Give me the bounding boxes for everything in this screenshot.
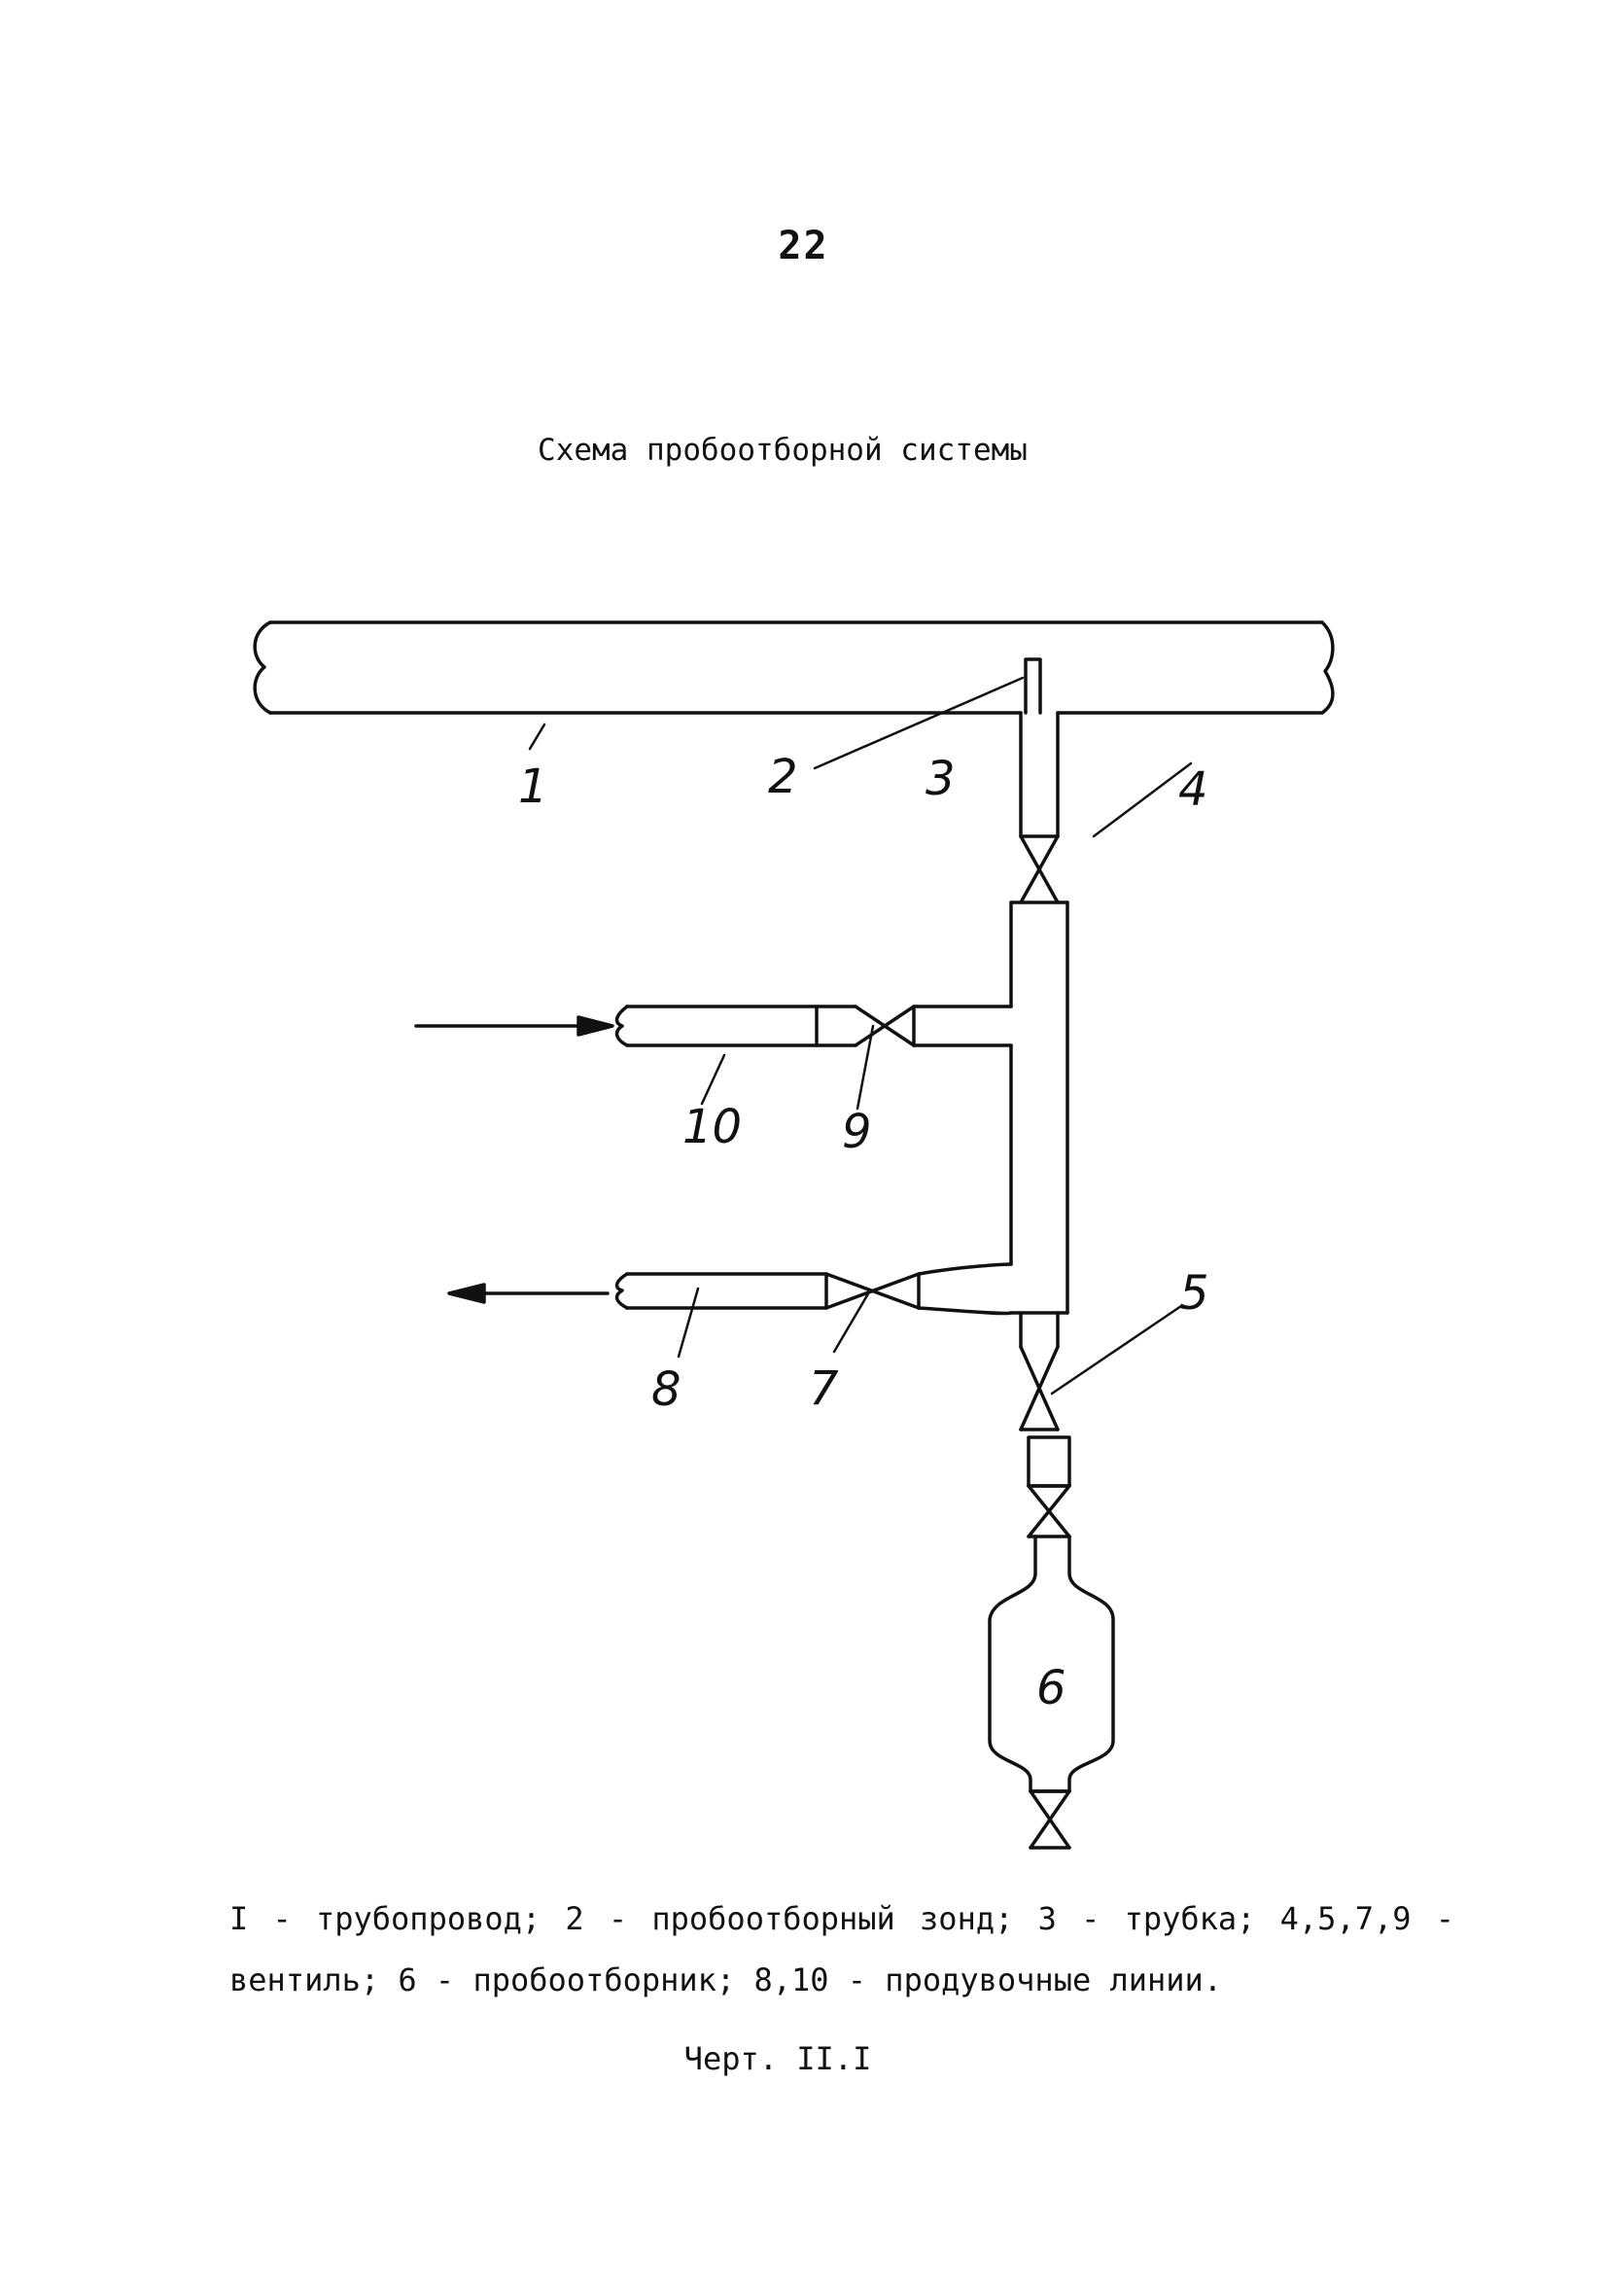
label-9: 9 [842, 1105, 872, 1159]
tube [1019, 711, 1060, 838]
sampling-probe [1024, 657, 1042, 715]
connector-tube [1027, 1435, 1071, 1538]
label-3: 3 [926, 752, 956, 806]
figure-caption: I - трубопровод; 2 - пробоотборный зонд;… [229, 1900, 1474, 1998]
label-6: 6 [1036, 1661, 1066, 1715]
label-4: 4 [1178, 762, 1208, 817]
label-7: 7 [809, 1361, 839, 1416]
pipeline [253, 620, 1335, 715]
purge-line-10 [614, 1005, 857, 1047]
figure-reference: Черт. II.I [683, 2040, 872, 2077]
label-8: 8 [651, 1362, 681, 1417]
label-1: 1 [518, 759, 548, 814]
arrow-in [414, 1015, 614, 1037]
arrow-out [447, 1283, 610, 1304]
label-2: 2 [768, 750, 798, 804]
purge-line-8 [614, 1272, 828, 1310]
diagram-title: Схема пробоотборной системы [538, 433, 1028, 468]
valve-7 [824, 1262, 1013, 1316]
label-5: 5 [1179, 1266, 1209, 1321]
valve-bottom [1029, 1789, 1071, 1850]
page-number: 22 [778, 224, 829, 268]
vertical-tube [1009, 901, 1069, 1315]
label-10: 10 [682, 1100, 742, 1154]
valve-9 [854, 1005, 1013, 1047]
valve-4 [1019, 834, 1060, 904]
sampler [988, 1535, 1115, 1793]
valve-5 [1019, 1311, 1060, 1431]
leader-lines [528, 676, 1193, 1395]
